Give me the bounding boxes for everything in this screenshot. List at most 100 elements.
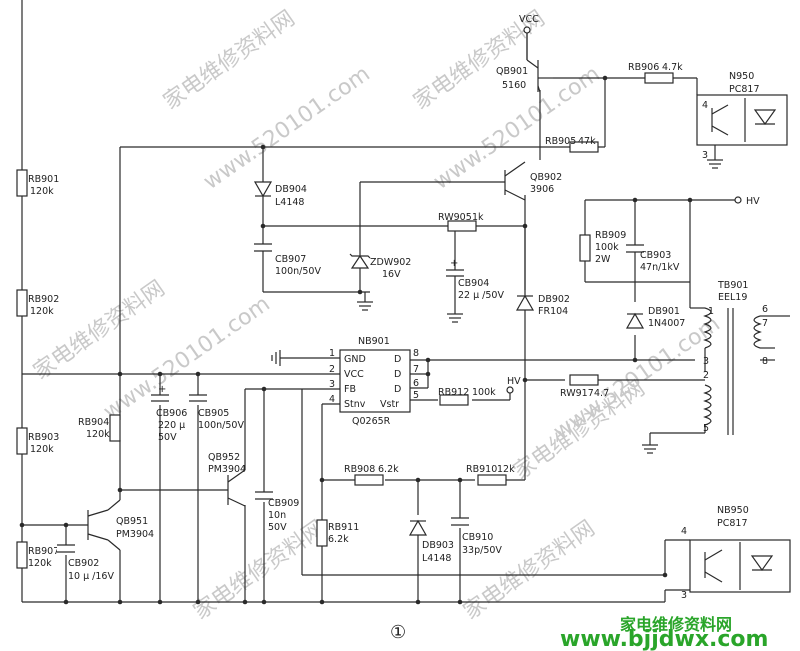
rb909-ref: RB909 xyxy=(595,230,626,241)
hv2-label: HV xyxy=(507,376,521,387)
rb905-val: 47k xyxy=(578,136,596,147)
n950-optocoupler: N950 PC817 4 3 xyxy=(696,71,788,161)
cb903-ref: CB903 xyxy=(640,250,671,261)
rb909-val1: 100k xyxy=(595,242,619,253)
rb908-val: 6.2k xyxy=(378,464,399,475)
watermark-text: 家电维修资料网 xyxy=(29,276,170,385)
watermark-url: www.520101.com xyxy=(199,61,375,194)
cb905-val: 100n/50V xyxy=(198,420,244,431)
tb901-ref: TB901 xyxy=(717,280,748,291)
cb902-capacitor: CB902 10 μ /16V xyxy=(57,544,114,582)
ground-symbol xyxy=(271,350,281,366)
ic-pin-d8: D xyxy=(394,354,401,365)
tr-pin2: 2 xyxy=(703,370,709,381)
vcc-terminal: VCC xyxy=(519,14,539,34)
db902-val: FR104 xyxy=(538,306,568,317)
rb902-resistor: RB902 120k xyxy=(16,289,59,317)
n950-pin4: 4 xyxy=(702,100,708,111)
nb901-ic: NB901 Q0265R GND VCC FB Stnv D D D Vstr … xyxy=(329,336,419,427)
nb950-pin4: 4 xyxy=(681,526,687,537)
tr-pin5: 5 xyxy=(703,423,709,434)
rb910-resistor: RB910 12k xyxy=(466,464,515,486)
qb951-ref: QB951 xyxy=(116,516,148,527)
cb910-capacitor: CB910 33p/50V xyxy=(451,517,502,556)
site-logo-cn: 家电维修资料网 xyxy=(620,615,732,634)
rb912-ref: RB912 xyxy=(438,387,469,398)
junctions xyxy=(19,75,693,605)
qb952-transistor: QB952 PM3904 xyxy=(208,452,246,507)
rb903-val: 120k xyxy=(30,444,54,455)
rb905-ref: RB905 xyxy=(545,136,576,147)
db904-ref: DB904 xyxy=(275,184,307,195)
zdw902-ref: ZDW902 xyxy=(370,257,411,268)
db903-diode: DB903 L4148 xyxy=(408,519,454,564)
cb907-capacitor: CB907 100n/50V xyxy=(254,243,321,277)
nb901-ref: NB901 xyxy=(358,336,390,347)
rb904-ref: RB904 xyxy=(78,417,109,428)
svg-text:+: + xyxy=(158,384,166,395)
rb908-resistor: RB908 6.2k xyxy=(344,464,399,486)
ic-num-4: 4 xyxy=(329,394,335,405)
rw905-val: 1k xyxy=(472,212,484,223)
ic-pin-vcc: VCC xyxy=(344,369,364,380)
cb909-val2: 50V xyxy=(268,522,287,533)
rb910-val: 12k xyxy=(497,464,515,475)
rb910-ref: RB910 xyxy=(466,464,497,475)
ic-pin-d7: D xyxy=(394,369,401,380)
figure-number: ① xyxy=(390,622,406,643)
qb902-val: 3906 xyxy=(530,184,554,195)
rb904-resistor: RB904 120k xyxy=(78,414,121,442)
ic-pin-stnv: Stnv xyxy=(344,399,366,410)
cb904-capacitor: + CB904 22 μ /50V xyxy=(446,258,504,301)
cb902-ref: CB902 xyxy=(68,558,99,569)
rw917-val: 4.7 xyxy=(594,388,609,399)
cb910-ref: CB910 xyxy=(462,532,493,543)
ic-pin-gnd: GND xyxy=(344,354,366,365)
qb902-transistor: QB902 3906 xyxy=(504,161,562,201)
rb907-resistor: RB907 120k xyxy=(16,541,59,569)
cb903-val: 47n/1kV xyxy=(640,262,680,273)
rw917-ref: RW917 xyxy=(560,388,594,399)
rb907-val: 120k xyxy=(28,558,52,569)
zdw902-zener: ZDW902 16V xyxy=(349,253,411,280)
rb901-val: 120k xyxy=(30,186,54,197)
watermark-text: 家电维修资料网 xyxy=(189,516,330,625)
db904-diode: DB904 L4148 xyxy=(253,181,307,208)
rb907-ref: RB907 xyxy=(28,546,59,557)
rb905-resistor: RB905 47k xyxy=(545,136,599,153)
nb950-ref: NB950 xyxy=(717,505,749,516)
cb902-val: 10 μ /16V xyxy=(68,571,114,582)
cb904-val: 22 μ /50V xyxy=(458,290,504,301)
qb902-ref: QB902 xyxy=(530,172,562,183)
ic-pin-fb: FB xyxy=(344,384,356,395)
rb906-resistor: RB906 4.7k xyxy=(628,62,683,84)
ic-num-3: 3 xyxy=(329,379,335,390)
tr-pin3: 3 xyxy=(703,356,709,367)
qb952-ref: QB952 xyxy=(208,452,240,463)
site-logo: 家电维修资料网 www.bjjdwx.com xyxy=(560,615,768,651)
n950-ref: N950 xyxy=(729,71,754,82)
db901-diode: DB901 1N4007 xyxy=(625,306,685,329)
hv-terminal-2: HV xyxy=(506,376,521,394)
db901-val: 1N4007 xyxy=(648,318,685,329)
tr-pin7: 7 xyxy=(762,318,768,329)
nb901-val: Q0265R xyxy=(352,416,391,427)
qb951-val: PM3904 xyxy=(116,529,154,540)
rb901-resistor: RB901 120k xyxy=(16,169,59,197)
tr-pin6: 6 xyxy=(762,304,768,315)
qb951-transistor: QB951 PM3904 xyxy=(87,509,154,541)
db903-ref: DB903 xyxy=(422,540,454,551)
rb906-val: 4.7k xyxy=(662,62,683,73)
rw917-resistor: RW917 4.7 xyxy=(560,374,609,399)
rb903-ref: RB903 xyxy=(28,432,59,443)
rb901-ref: RB901 xyxy=(28,174,59,185)
cb904-ref: CB904 xyxy=(458,278,489,289)
ic-pin-d6: D xyxy=(394,384,401,395)
rb909-val2: 2W xyxy=(595,254,611,265)
rb911-ref: RB911 xyxy=(328,522,359,533)
cb906-ref: CB906 xyxy=(156,408,187,419)
svg-text:+: + xyxy=(450,258,458,269)
cb906-val2: 50V xyxy=(158,432,177,443)
watermark-text: 家电维修资料网 xyxy=(159,6,300,115)
tb901-val: EEL19 xyxy=(718,292,747,303)
